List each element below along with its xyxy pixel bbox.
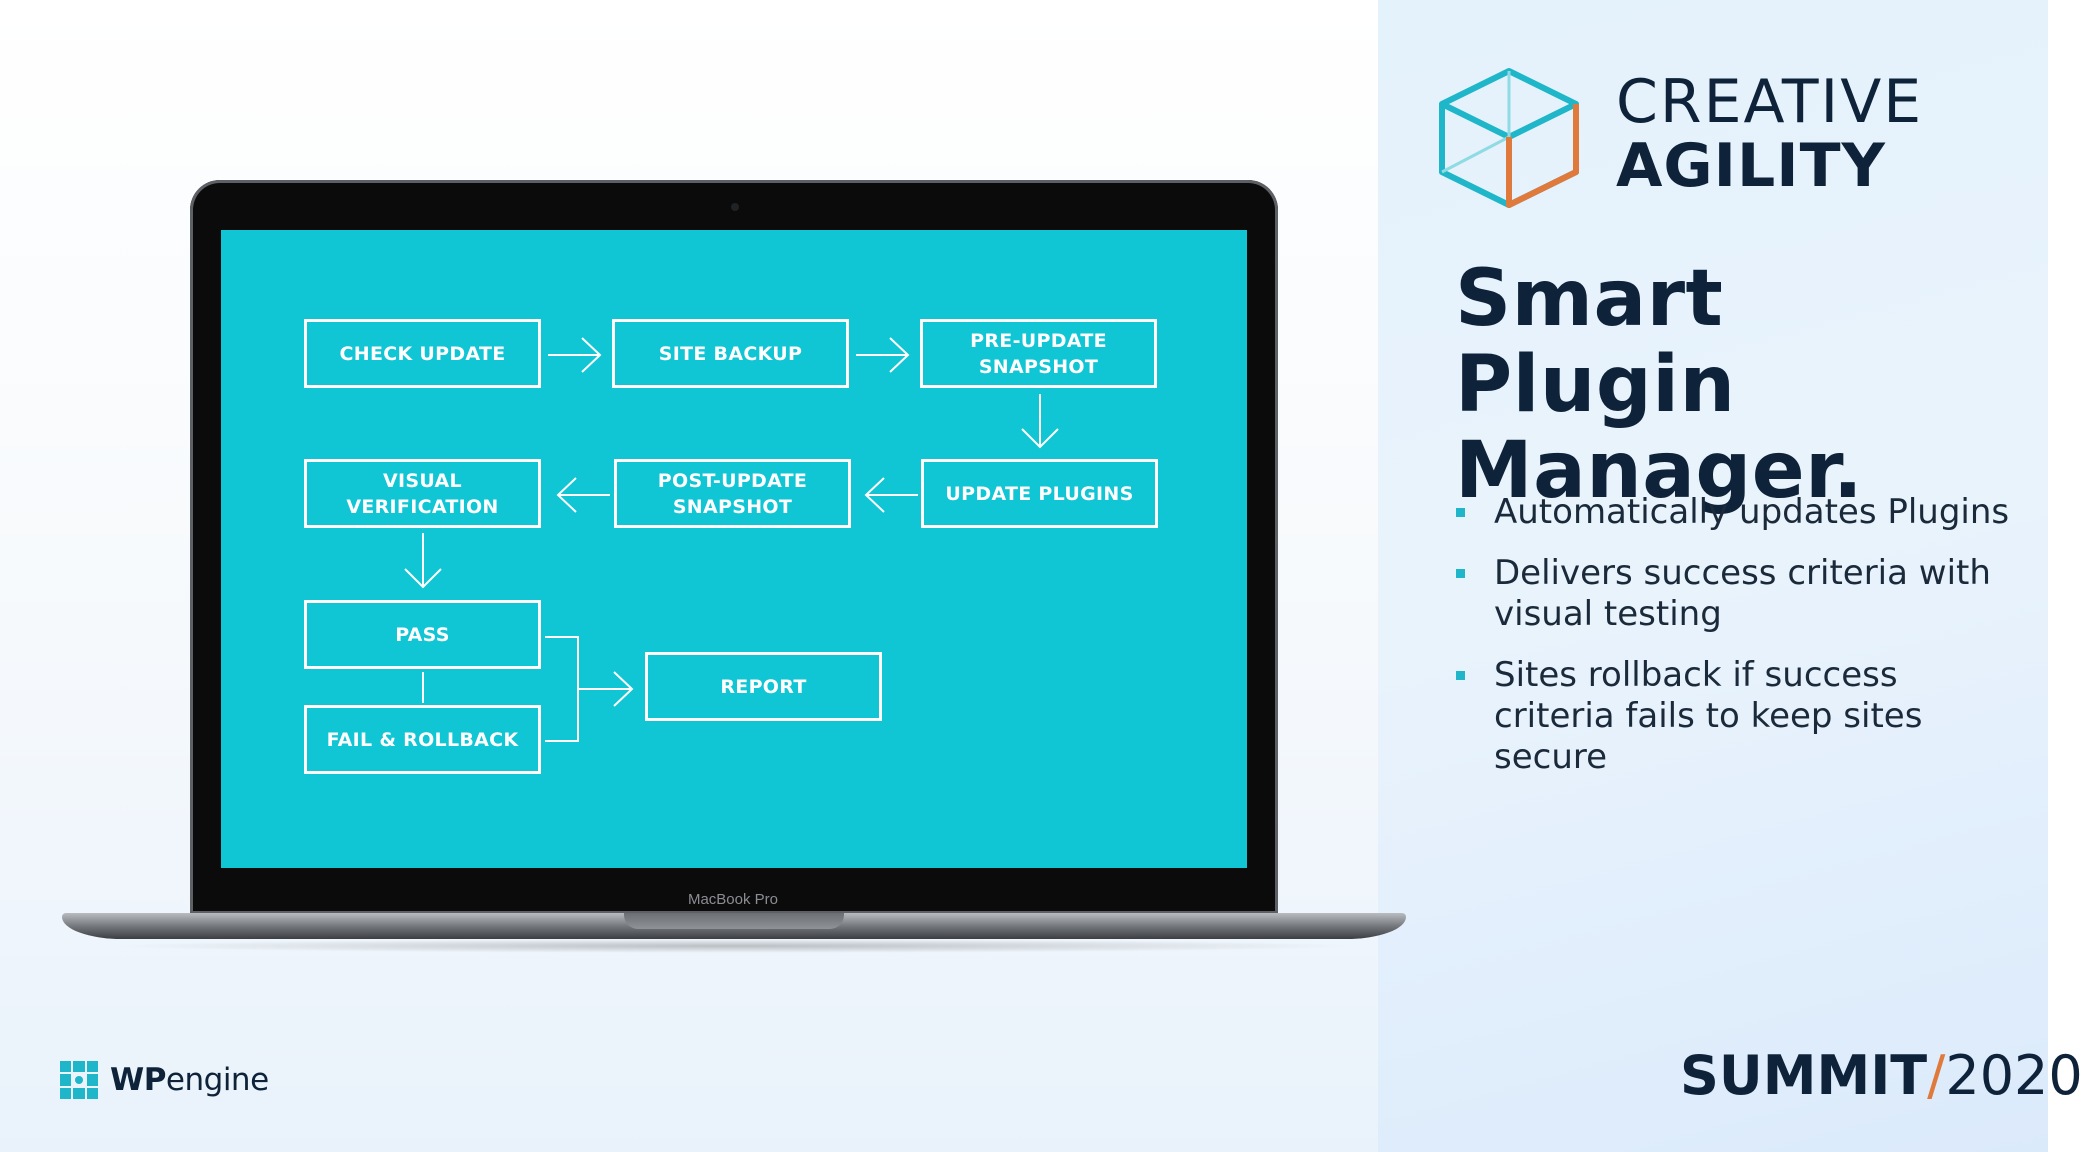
node-label: SITE BACKUP <box>658 342 803 365</box>
node-label: REPORT <box>720 675 807 698</box>
node-check-update: CHECK UPDATE <box>304 319 541 388</box>
camera-dot <box>731 203 739 211</box>
summit-logo: SUMMIT/2020 <box>1680 1044 2083 1107</box>
node-label: UPDATE PLUGINS <box>945 482 1134 505</box>
node-post-update-snapshot: POST-UPDATE SNAPSHOT <box>614 459 851 528</box>
list-item: Automatically updates Plugins <box>1456 492 2016 533</box>
laptop-model-label: MacBook Pro <box>687 891 779 908</box>
node-pre-update-snapshot: PRE-UPDATE SNAPSHOT <box>920 319 1157 388</box>
node-label: POST-UPDATE SNAPSHOT <box>657 469 808 518</box>
summit-year: 2020 <box>1945 1044 2083 1107</box>
node-label: FAIL & ROLLBACK <box>326 728 519 751</box>
node-update-plugins: UPDATE PLUGINS <box>921 459 1158 528</box>
laptop-base-notch <box>624 913 844 929</box>
node-report: REPORT <box>645 652 882 721</box>
brand-logo-text: CREATIVE AGILITY <box>1616 70 1923 198</box>
bullet-icon <box>1456 569 1465 578</box>
node-label: CHECK UPDATE <box>339 342 506 365</box>
wpengine-light: engine <box>165 1062 269 1098</box>
wpengine-wordmark: WPengine <box>110 1062 269 1098</box>
brand-line1: CREATIVE <box>1616 67 1924 137</box>
bullet-icon <box>1456 671 1465 680</box>
list-item: Sites rollback if success criteria fails… <box>1456 655 2016 778</box>
summit-word: SUMMIT <box>1680 1044 1928 1107</box>
wpengine-grid-icon <box>60 1061 98 1099</box>
node-label: PRE-UPDATE SNAPSHOT <box>970 329 1107 378</box>
bullet-text: Automatically updates Plugins <box>1494 492 2010 532</box>
bullet-text: Delivers success criteria with visual te… <box>1494 553 1991 634</box>
feature-list: Automatically updates Plugins Delivers s… <box>1456 492 2016 798</box>
list-item: Delivers success criteria with visual te… <box>1456 553 2016 635</box>
wpengine-bold: WP <box>110 1062 166 1098</box>
node-pass: PASS <box>304 600 541 669</box>
bullet-text: Sites rollback if success criteria fails… <box>1494 655 1923 777</box>
node-site-backup: SITE BACKUP <box>612 319 849 388</box>
laptop-screen <box>221 230 1247 868</box>
page-title: Smart Plugin Manager. <box>1455 254 1864 516</box>
bullet-icon <box>1456 508 1465 517</box>
summit-slash: / <box>1927 1044 1946 1107</box>
right-panel <box>1378 0 2048 1152</box>
cube-logo-icon <box>1439 68 1579 208</box>
wpengine-logo: WPengine <box>60 1061 269 1099</box>
node-label: PASS <box>395 623 450 646</box>
node-visual-verification: VISUAL VERIFICATION <box>304 459 541 528</box>
node-label: VISUAL VERIFICATION <box>346 469 499 518</box>
node-fail-rollback: FAIL & ROLLBACK <box>304 705 541 774</box>
laptop-shadow <box>110 939 1358 953</box>
brand-line2: AGILITY <box>1616 131 1886 201</box>
